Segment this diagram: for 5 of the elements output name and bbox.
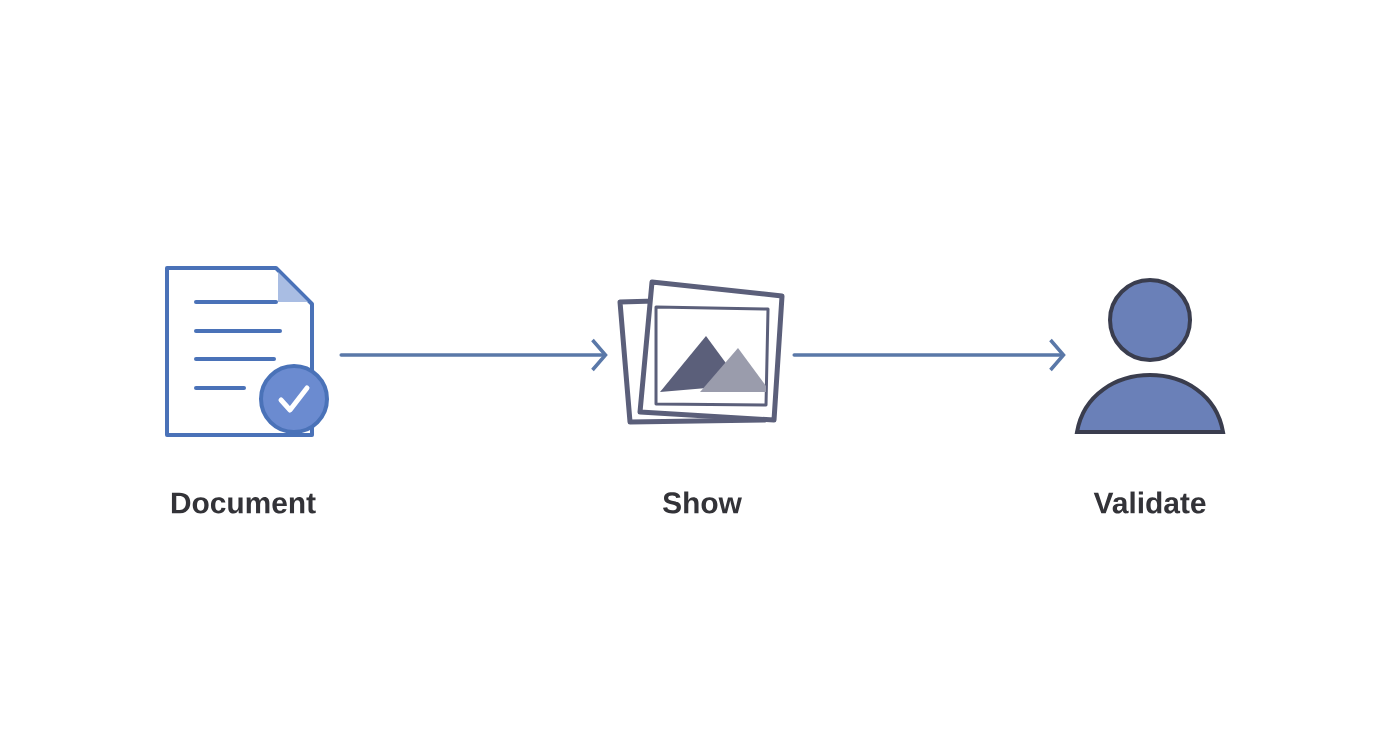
arrow	[339, 338, 608, 372]
step-label: Show	[663, 491, 742, 514]
step-label: Validate	[1093, 491, 1206, 514]
step-label: Document	[171, 492, 316, 514]
arrow	[792, 338, 1066, 372]
